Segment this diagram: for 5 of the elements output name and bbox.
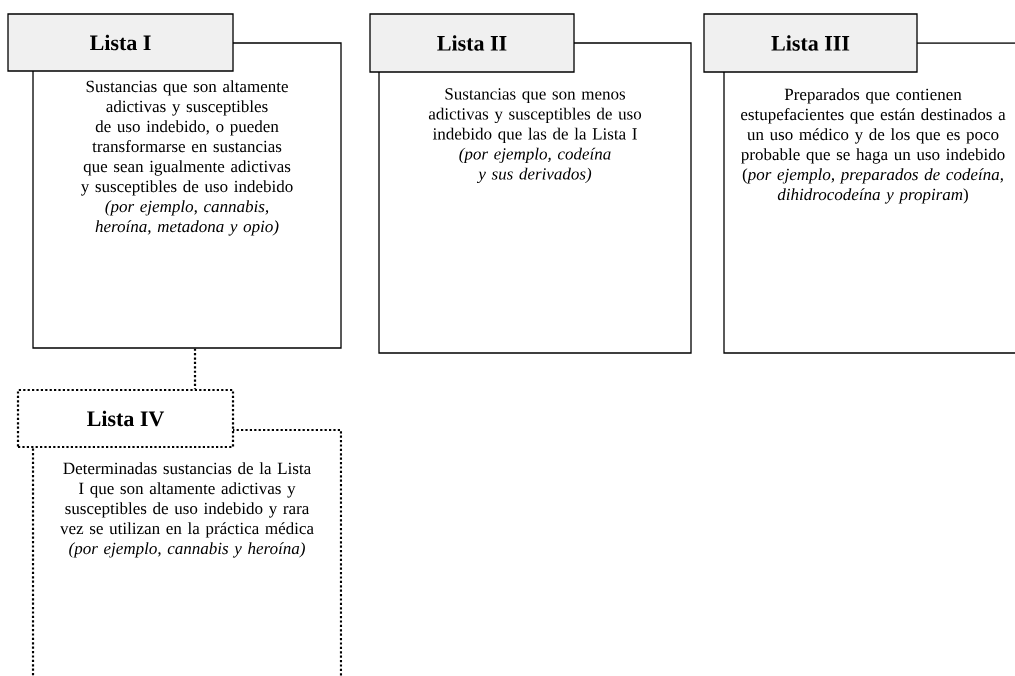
list-header: Lista III [703, 13, 918, 73]
list-header: Lista IV [16, 388, 235, 449]
connector-line [193, 348, 197, 389]
list-header: Lista II [369, 13, 575, 73]
list-header: Lista I [7, 13, 234, 72]
